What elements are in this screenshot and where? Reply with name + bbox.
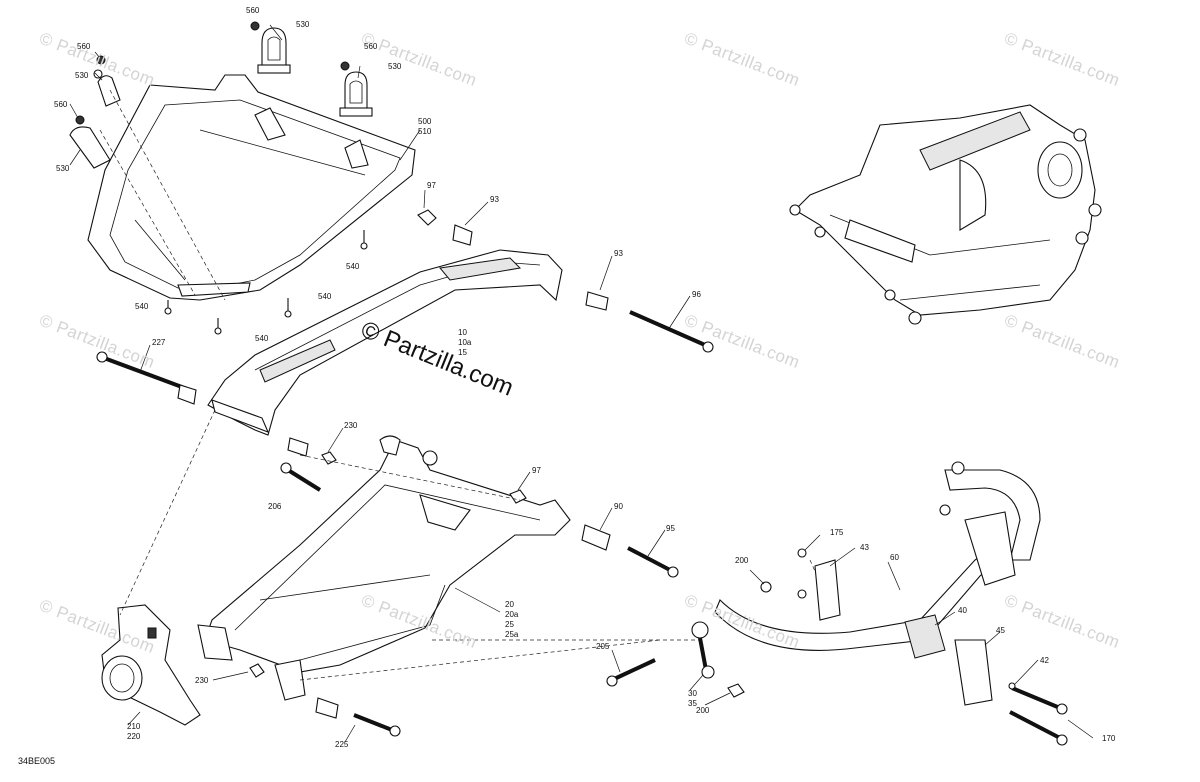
callout-label: 560 (54, 100, 68, 109)
callout-label: 97 (427, 181, 436, 190)
callout-label: 220 (127, 732, 141, 741)
callout-label: 510 (418, 127, 432, 136)
clamp-530-top (250, 21, 291, 74)
callout-label: 35 (688, 699, 697, 708)
skid-plate (87, 74, 416, 301)
callout-label: 530 (75, 71, 89, 80)
lower-arm-hardware (249, 437, 679, 737)
callout-label: 200 (735, 556, 749, 565)
upper-arm-hardware (96, 209, 714, 405)
callout-label: 205 (596, 642, 610, 651)
callout-label: 10 (458, 328, 467, 337)
callout-label: 25a (505, 630, 519, 639)
stabilizer-bar (714, 461, 1068, 746)
callout-label: 530 (296, 20, 310, 29)
callout-label: 530 (56, 164, 70, 173)
callout-label: 60 (890, 553, 899, 562)
drawing-code: 34BE005 (18, 756, 56, 766)
callout-label: 10a (458, 338, 472, 347)
callout-label: 560 (246, 6, 260, 15)
callout-label: 170 (1102, 734, 1116, 743)
callout-label: 90 (614, 502, 623, 511)
callout-label: 560 (364, 42, 378, 51)
leader-lines (69, 24, 1094, 743)
callout-label: 95 (666, 524, 675, 533)
assembly-lines (99, 89, 831, 681)
callout-label: 15 (458, 348, 467, 357)
callout-label: 93 (490, 195, 499, 204)
callout-label: 225 (335, 740, 349, 749)
callout-label: 540 (255, 334, 269, 343)
link-rod (606, 621, 745, 698)
callout-label: 97 (532, 466, 541, 475)
assembled-view (789, 104, 1102, 325)
callout-label: 20 (505, 600, 514, 609)
clamp-530-mid (339, 61, 373, 117)
callout-label: 200 (696, 706, 710, 715)
callout-label: 20a (505, 610, 519, 619)
callout-label: 43 (860, 543, 869, 552)
clamp-530-left-bottom (69, 115, 111, 169)
callout-label: 500 (418, 117, 432, 126)
callout-label: 25 (505, 620, 514, 629)
callout-label: 93 (614, 249, 623, 258)
callout-label: 540 (318, 292, 332, 301)
callout-label: 175 (830, 528, 844, 537)
callout-label: 210 (127, 722, 141, 731)
callout-label: 560 (77, 42, 91, 51)
callout-label: 540 (346, 262, 360, 271)
callout-label: 45 (996, 626, 1005, 635)
callout-label: 230 (195, 676, 209, 685)
callout-label: 230 (344, 421, 358, 430)
lower-a-arm (197, 435, 571, 701)
callout-label: 530 (388, 62, 402, 71)
callout-label: 30 (688, 689, 697, 698)
callout-label: 540 (135, 302, 149, 311)
callout-label: 96 (692, 290, 701, 299)
callout-label: 227 (152, 338, 166, 347)
callout-label: 42 (1040, 656, 1049, 665)
screw-540-set (164, 230, 368, 335)
callout-label: 40 (958, 606, 967, 615)
knuckle (101, 604, 201, 726)
callout-label: 206 (268, 502, 282, 511)
upper-a-arm (207, 249, 563, 436)
